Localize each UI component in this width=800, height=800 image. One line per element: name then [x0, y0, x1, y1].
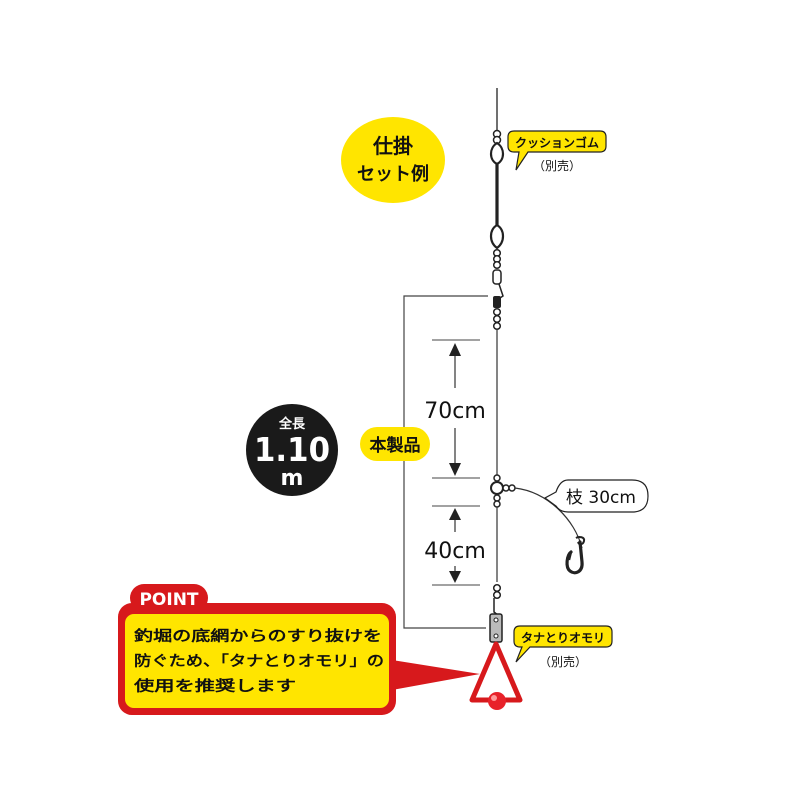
branch-length-label: 枝 30cm [566, 488, 636, 508]
tana-tori-sinker-icon [469, 641, 523, 710]
three-way-swivel-icon [490, 474, 516, 508]
top-swivel-icon [492, 129, 502, 145]
lower-length-label: 40cm [424, 539, 486, 564]
total-length-value: 1.10 [254, 430, 330, 469]
cushion-note: （別売） [533, 158, 581, 173]
cushion-rubber-icon [489, 141, 505, 250]
sinker-callout: タナとりオモリ （別売） [513, 625, 613, 669]
product-label: 本製品 [370, 435, 421, 456]
product-badge: 本製品 [360, 427, 430, 461]
product-bracket [403, 295, 488, 629]
total-length-badge: 全長 1.10 m [246, 404, 338, 496]
dimension-upper [432, 339, 480, 479]
total-length-label: 全長 [278, 416, 306, 432]
hook-icon [565, 536, 586, 575]
cushion-name: クッションゴム [515, 135, 599, 150]
title-line-1: 仕掛 [372, 134, 413, 158]
point-line-1: 釣堀の底網からのすり抜けを [134, 627, 382, 645]
sinker-note: （別売） [539, 654, 587, 669]
point-box: POINT 釣堀の底網からのすり抜けを 防ぐため、「タナとりオモリ」の 使用を推… [118, 584, 480, 715]
upper-length-label: 70cm [424, 399, 486, 424]
point-tag: POINT [139, 590, 198, 610]
branch-callout: 枝 30cm [543, 479, 649, 513]
point-line-3: 使用を推奨します [133, 677, 296, 695]
title-line-2: セット例 [357, 163, 429, 185]
title-badge: 仕掛 セット例 [341, 117, 445, 203]
dimension-lower [432, 505, 480, 586]
sinker-name: タナとりオモリ [521, 631, 605, 645]
total-length-unit: m [281, 466, 304, 491]
sinker-ball [488, 692, 506, 710]
snap-swivel-icon [492, 248, 504, 331]
lower-snap-icon [489, 583, 503, 643]
point-line-2: 防ぐため、「タナとりオモリ」の [134, 652, 384, 670]
cushion-callout: クッションゴム （別売） [507, 130, 607, 173]
